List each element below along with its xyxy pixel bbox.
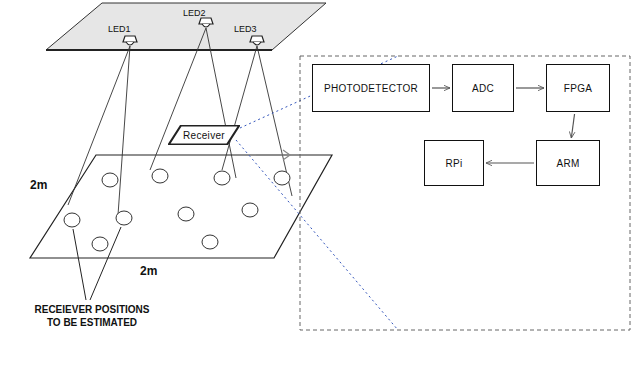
light-cones (68, 28, 292, 215)
node-label: ARM (556, 158, 579, 169)
dimension: 2m (30, 178, 47, 193)
node-label: FPGA (564, 83, 592, 94)
signal-arrow (486, 162, 534, 163)
signal-arrow (432, 87, 450, 88)
node-label: Receiver (183, 130, 225, 141)
node-label: ADC (472, 83, 494, 94)
node-label: RPi (445, 158, 462, 169)
node-label: PHOTODETECTOR (324, 83, 418, 94)
receiver-box: Receiver (168, 125, 240, 145)
ceiling-edge (46, 49, 272, 51)
dimension: 2m (140, 264, 157, 279)
led-lamps (123, 18, 264, 45)
process-box: RPi (424, 140, 484, 186)
led-label: LED3 (234, 24, 257, 35)
process-box: ARM (536, 140, 600, 186)
receiver-plate (169, 125, 240, 144)
note: RECEIEVER POSITIONS TO BE ESTIMATED (30, 304, 154, 329)
signal-arrow (516, 87, 544, 88)
receiver-enclosure (300, 56, 630, 330)
led-label: LED2 (183, 8, 206, 19)
ceiling-plane (46, 3, 326, 50)
zoom-arrow (256, 150, 290, 160)
receiver-positions (64, 169, 290, 251)
led-label: LED1 (108, 24, 131, 35)
process-box: FPGA (546, 64, 610, 112)
process-box: PHOTODETECTOR (312, 64, 430, 112)
process-box: ADC (452, 64, 514, 112)
signal-arrow (571, 114, 574, 138)
leader-lines (73, 227, 121, 300)
